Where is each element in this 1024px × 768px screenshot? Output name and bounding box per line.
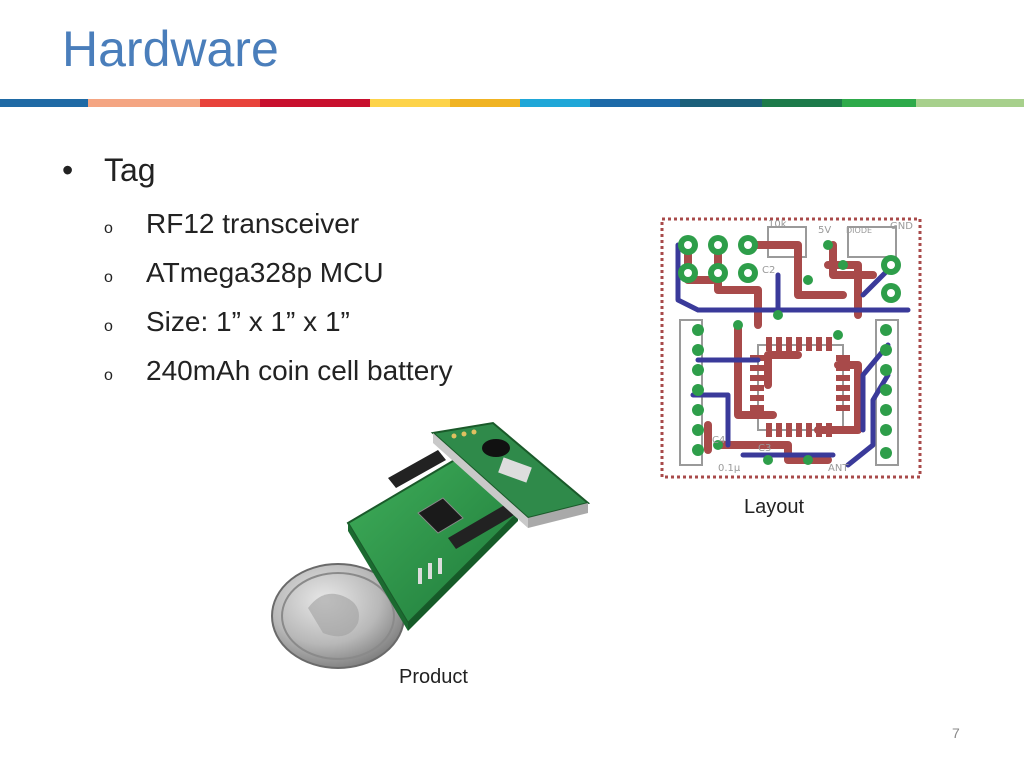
sub-bullet-marker: o bbox=[104, 318, 113, 335]
pcb-label-5v: 5V bbox=[818, 225, 831, 236]
color-divider-bar bbox=[0, 99, 1024, 107]
sub-bullet-text: ATmega328p MCU bbox=[146, 257, 384, 288]
pcb-label-c2: C2 bbox=[762, 265, 775, 276]
pcb-label-ant: ANT bbox=[828, 463, 849, 474]
bullet-marker: • bbox=[62, 152, 74, 188]
pcb-layout-image: 10k 5V DIODE GND C2 C4 C3 0.1µ ANT bbox=[658, 215, 924, 481]
layout-caption: Layout bbox=[744, 496, 805, 518]
pcb-label-c3: C3 bbox=[758, 443, 771, 454]
sub-bullet-marker: o bbox=[104, 269, 113, 286]
product-photo bbox=[268, 418, 594, 676]
sub-bullet-marker: o bbox=[104, 367, 113, 384]
slide-title: Hardware bbox=[62, 21, 279, 77]
pcb-label-r1: 10k bbox=[768, 219, 787, 230]
pcb-label-diode: DIODE bbox=[846, 226, 872, 235]
sub-bullet-text: Size: 1” x 1” x 1” bbox=[146, 306, 350, 337]
sub-bullet-text: 240mAh coin cell battery bbox=[146, 355, 453, 386]
page-number: 7 bbox=[952, 725, 960, 741]
sub-bullet-text: RF12 transceiver bbox=[146, 208, 360, 239]
pcb-label-c1: 0.1µ bbox=[718, 463, 741, 474]
product-caption: Product bbox=[399, 666, 468, 688]
bullet-tag-label: Tag bbox=[104, 152, 156, 188]
sub-bullet-marker: o bbox=[104, 220, 113, 237]
pcb-label-c4: C4 bbox=[712, 435, 725, 446]
pcb-label-gnd: GND bbox=[890, 221, 913, 232]
